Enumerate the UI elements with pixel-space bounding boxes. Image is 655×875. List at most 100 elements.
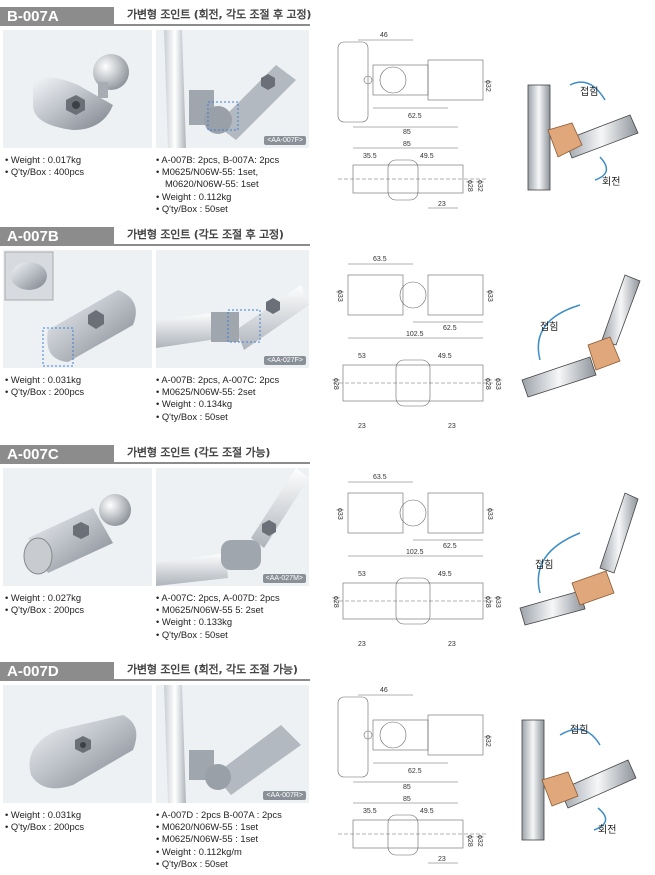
dim-label: 23 <box>438 201 446 208</box>
rotation-render: 접힘 회전 <box>510 700 650 850</box>
dim-label: 102.5 <box>406 549 424 556</box>
section-a007b: A-007B 가변형 조인트 (각도 조절 후 고정) <AA-027F> We… <box>0 220 655 435</box>
spec-line: A-007B: 2pcs, B-007A: 2pcs <box>156 154 316 166</box>
dim-label: 49.5 <box>438 353 452 360</box>
spec-qty: Q'ty/Box : 200pcs <box>5 821 84 833</box>
spec-line: M0620/N06W-55: 1set <box>165 178 259 190</box>
dim-label: 23 <box>358 641 366 648</box>
dim-label: 62.5 <box>408 113 422 120</box>
spec-weight: Weight : 0.031kg <box>5 374 84 386</box>
product-title: 가변형 조인트 (각도 조절 후 고정) <box>127 228 284 241</box>
dim-label: ϕ32 <box>484 80 491 92</box>
product-title: 가변형 조인트 (회전, 각도 조절 후 고정) <box>127 8 312 21</box>
dim-label: ϕ28 <box>484 378 491 390</box>
dim-label: 35.5 <box>363 153 377 160</box>
header-rule <box>107 24 310 26</box>
dim-label: 23 <box>448 423 456 430</box>
rotate-label: 회전 <box>598 824 616 836</box>
assembly-photo: <AA-007F> <box>156 30 309 148</box>
dim-label: ϕ33 <box>336 290 343 302</box>
photo-code: <AA-027F> <box>264 356 306 365</box>
dim-label: 63.5 <box>373 256 387 263</box>
spec-line: A-007B: 2pcs, A-007C: 2pcs <box>156 374 316 386</box>
technical-drawing: 46 62.5 85 ϕ32 85 35.5 49.5 ϕ28 ϕ32 23 <box>318 685 508 870</box>
dim-label: 63.5 <box>373 474 387 481</box>
spec-line: M0625/N06W-55 : 1set <box>156 833 316 845</box>
spec-line: A-007D : 2pcs B-007A : 2pcs <box>156 809 316 821</box>
dim-label: 23 <box>438 856 446 863</box>
dim-label: ϕ33 <box>336 508 343 520</box>
spec-qty: Q'ty/Box : 200pcs <box>5 386 84 398</box>
spec-line: Weight : 0.134kg <box>156 398 316 410</box>
rotation-render: 접힘 회전 <box>510 45 650 195</box>
spec-line: Q'ty/Box : 50set <box>156 411 316 423</box>
spec-qty: Q'ty/Box : 200pcs <box>5 604 84 616</box>
spec-weight: Weight : 0.031kg <box>5 809 84 821</box>
specs-left: Weight : 0.017kg Q'ty/Box : 400pcs <box>5 154 84 178</box>
dim-label: 62.5 <box>443 543 457 550</box>
technical-drawing: 63.5 ϕ33 ϕ33 62.5 102.5 53 49.5 ϕ28 ϕ28 … <box>318 468 508 653</box>
part-photo <box>3 685 152 803</box>
section-a007c: A-007C 가변형 조인트 (각도 조절 가능) <AA-027M> Weig… <box>0 438 655 653</box>
product-title: 가변형 조인트 (회전, 각도 조절 가능) <box>127 663 298 676</box>
dim-label: 85 <box>403 129 411 136</box>
dim-label: 53 <box>358 353 366 360</box>
spec-line: M0620/N06W-55 : 1set <box>156 821 316 833</box>
dim-label: 53 <box>358 571 366 578</box>
header-rule <box>107 462 310 464</box>
photo-code: <AA-007F> <box>264 136 306 145</box>
technical-drawing: 46 62.5 85 ϕ32 85 35.5 49.5 ϕ28 ϕ32 23 <box>318 30 508 215</box>
photo-code: <AA-007R> <box>263 791 306 800</box>
spec-line: Q'ty/Box : 50set <box>156 858 316 870</box>
fold-render: 접힘 <box>510 265 650 415</box>
dim-label: 85 <box>403 784 411 791</box>
spec-line: A-007C: 2pcs, A-007D: 2pcs <box>156 592 316 604</box>
product-title: 가변형 조인트 (각도 조절 가능) <box>127 446 271 459</box>
dim-label: 46 <box>380 687 388 694</box>
dim-label: ϕ32 <box>476 835 483 847</box>
rotate-label: 회전 <box>602 176 620 188</box>
dim-label: ϕ33 <box>494 596 501 608</box>
header-rule <box>107 244 310 246</box>
specs-right: A-007D : 2pcs B-007A : 2pcs M0620/N06W-5… <box>156 809 316 870</box>
dim-label: ϕ33 <box>486 508 493 520</box>
dim-label: ϕ28 <box>466 835 473 847</box>
product-code: A-007C <box>0 445 114 464</box>
spec-line: Q'ty/Box : 50set <box>156 203 316 215</box>
technical-drawing: 63.5 ϕ33 ϕ33 62.5 102.5 53 49.5 ϕ28 ϕ28 … <box>318 250 508 435</box>
product-code: A-007D <box>0 662 114 681</box>
part-photo <box>3 250 152 368</box>
dim-label: 35.5 <box>363 808 377 815</box>
spec-line: Weight : 0.112kg <box>156 191 316 203</box>
specs-right: A-007C: 2pcs, A-007D: 2pcs M0625/N06W-55… <box>156 592 316 641</box>
dim-label: ϕ28 <box>332 378 339 390</box>
dim-label: ϕ33 <box>486 290 493 302</box>
specs-right: A-007B: 2pcs, B-007A: 2pcs M0625/N06W-55… <box>156 154 316 215</box>
specs-left: Weight : 0.031kg Q'ty/Box : 200pcs <box>5 374 84 398</box>
header-rule <box>107 679 310 681</box>
specs-right: A-007B: 2pcs, A-007C: 2pcs M0625/N06W-55… <box>156 374 316 423</box>
assembly-photo: <AA-027M> <box>156 468 309 586</box>
dim-label: 46 <box>380 32 388 39</box>
dim-label: 102.5 <box>406 331 424 338</box>
spec-line: M0625/N06W-55 5: 2set <box>156 604 316 616</box>
specs-left: Weight : 0.027kg Q'ty/Box : 200pcs <box>5 592 84 616</box>
fold-render: 접힘 <box>510 483 650 633</box>
product-code: A-007B <box>0 227 114 246</box>
fold-label: 접힘 <box>570 724 588 736</box>
dim-label: 85 <box>403 796 411 803</box>
spec-weight: Weight : 0.027kg <box>5 592 84 604</box>
dim-label: ϕ28 <box>484 596 491 608</box>
fold-label: 접힘 <box>580 86 598 98</box>
spec-line: Weight : 0.133kg <box>156 616 316 628</box>
section-a007d: A-007D 가변형 조인트 (회전, 각도 조절 가능) <AA-007R> … <box>0 655 655 870</box>
spec-line: Weight : 0.112kg/m <box>156 846 316 858</box>
assembly-photo: <AA-027F> <box>156 250 309 368</box>
dim-label: 49.5 <box>438 571 452 578</box>
spec-line: Q'ty/Box : 50set <box>156 629 316 641</box>
assembly-photo: <AA-007R> <box>156 685 309 803</box>
spec-weight: Weight : 0.017kg <box>5 154 84 166</box>
section-b007a: B-007A 가변형 조인트 (회전, 각도 조절 후 고정) <AA-007F… <box>0 0 655 215</box>
product-code: B-007A <box>0 7 114 26</box>
part-photo <box>3 468 152 586</box>
